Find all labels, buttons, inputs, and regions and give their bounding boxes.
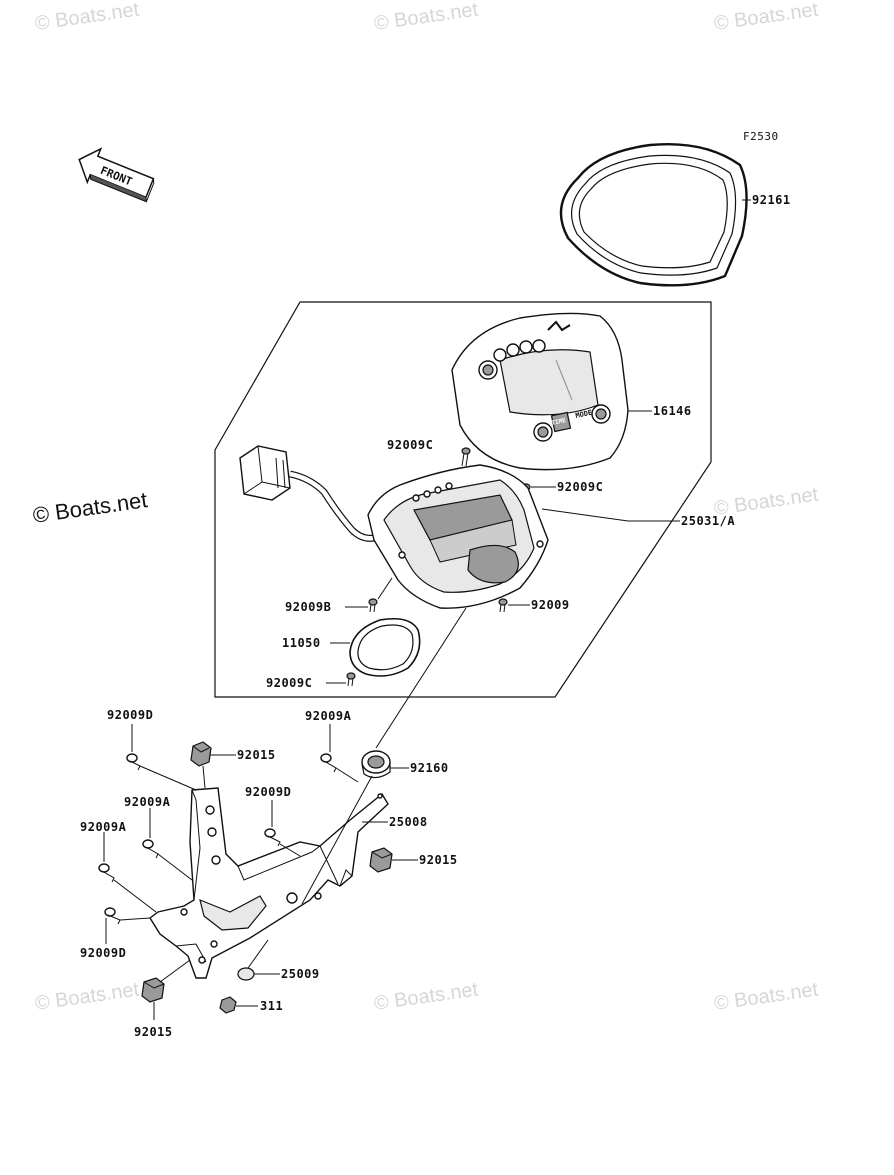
part-label-25031A: 25031/A: [681, 514, 735, 528]
leader-line: [335, 767, 359, 783]
leader-line: [139, 765, 197, 791]
part-label-92009C-top: 92009C: [387, 438, 433, 452]
figure-code: F2530: [743, 130, 779, 143]
nut-clip: [369, 847, 393, 873]
washer: [237, 967, 255, 981]
assembly-boundary: [214, 301, 712, 698]
meter-body: [239, 445, 549, 609]
meter-cover: MODE TIME: [451, 312, 629, 471]
part-label-92009C-right: 92009C: [557, 480, 603, 494]
part-label-92009A-center: 92009A: [305, 709, 352, 723]
leader-line: [113, 879, 157, 913]
leader-line: [279, 843, 301, 857]
screw-icon: [346, 672, 356, 687]
part-label-92009B: 92009B: [285, 600, 331, 614]
leader-line: [541, 508, 629, 522]
screw-icon: [126, 753, 141, 771]
screw-icon: [104, 907, 121, 925]
front-arrow-icon: FRONT: [78, 147, 155, 203]
part-label-25009: 25009: [281, 967, 320, 981]
watermark: © Boats.net: [713, 979, 820, 1015]
part-label-16146: 16146: [653, 404, 692, 418]
mode-button-label: MODE: [575, 409, 593, 420]
screw-icon: [142, 839, 159, 859]
nut-clip: [141, 977, 165, 1003]
leader-line: [119, 917, 151, 921]
meter-bracket: [149, 787, 389, 979]
screw-icon: [320, 753, 337, 773]
watermark: © Boats.net: [713, 0, 820, 35]
watermark: © Boats.net: [34, 979, 141, 1015]
part-label-92009A-left: 92009A: [124, 795, 171, 809]
leader-line: [157, 853, 193, 881]
screw-icon: [498, 598, 508, 613]
part-label-92009A-far-left: 92009A: [80, 820, 127, 834]
leader-line: [159, 959, 191, 983]
watermark: © Boats.net: [373, 979, 480, 1015]
time-button-label: TIME: [551, 417, 567, 427]
part-label-92161: 92161: [752, 193, 791, 207]
leader-line: [375, 607, 467, 749]
meter-cover-gasket: [559, 143, 748, 287]
leader-line: [301, 775, 373, 905]
part-label-92009D-center: 92009D: [245, 785, 291, 799]
part-label-311: 311: [260, 999, 283, 1013]
part-label-92009D-left-top: 92009D: [107, 708, 153, 722]
part-label-92160: 92160: [410, 761, 449, 775]
part-label-92015-right: 92015: [419, 853, 458, 867]
part-label-92009: 92009: [531, 598, 570, 612]
screw-icon: [98, 863, 115, 883]
copyright-mark: © Boats.net: [31, 487, 149, 528]
watermark: © Boats.net: [373, 0, 480, 35]
screw-icon: [264, 828, 281, 847]
leader-line: [377, 577, 393, 600]
screw-icon: [461, 447, 471, 467]
leader-line: [202, 765, 206, 789]
grommet: [361, 750, 391, 779]
leader-line: [247, 939, 269, 969]
watermark: © Boats.net: [34, 0, 141, 35]
part-label-92015-bottom: 92015: [134, 1025, 173, 1039]
nut-clip: [190, 741, 212, 767]
seal-gasket: [349, 617, 421, 677]
part-label-92009C-bottom: 92009C: [266, 676, 312, 690]
screw-icon: [368, 598, 378, 613]
nut: [219, 996, 237, 1014]
part-label-25008: 25008: [389, 815, 428, 829]
part-label-11050: 11050: [282, 636, 321, 650]
part-label-92015-top: 92015: [237, 748, 276, 762]
part-label-92009D-bottom-left: 92009D: [80, 946, 126, 960]
